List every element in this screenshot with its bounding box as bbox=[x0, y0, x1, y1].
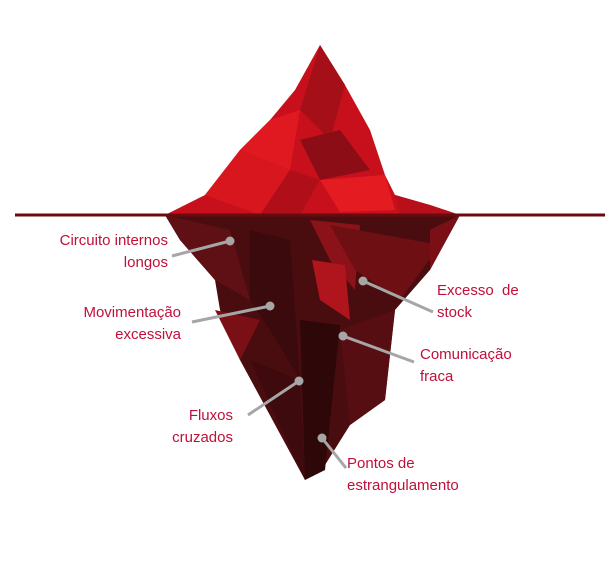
label-line: stock bbox=[437, 304, 473, 321]
label-line: cruzados bbox=[172, 429, 233, 446]
label-line: fraca bbox=[420, 368, 454, 385]
leader-lines bbox=[171, 236, 434, 469]
label-comunicacao: Comunicação fraca bbox=[420, 344, 512, 388]
label-fluxos: Fluxos cruzados bbox=[172, 405, 233, 449]
marker-dot bbox=[358, 276, 368, 286]
label-circuito-internos: Circuito internos longos bbox=[60, 230, 168, 274]
label-movimentacao: Movimentação excessiva bbox=[83, 302, 181, 346]
marker-dot bbox=[294, 376, 304, 386]
marker-dot bbox=[338, 331, 348, 341]
label-line: Movimentação bbox=[83, 304, 181, 321]
label-line: longos bbox=[123, 254, 168, 271]
label-excesso-stock: Excesso de stock bbox=[437, 280, 519, 324]
label-line: Excesso de bbox=[437, 282, 519, 299]
iceberg-tip bbox=[165, 45, 460, 215]
label-line: Pontos de bbox=[347, 455, 415, 472]
iceberg-underwater bbox=[165, 215, 460, 480]
label-line: estrangulamento bbox=[347, 477, 459, 494]
marker-dot bbox=[317, 433, 327, 443]
label-pontos-estrangulamento: Pontos de estrangulamento bbox=[347, 453, 459, 497]
label-line: excessiva bbox=[115, 326, 181, 343]
label-line: Fluxos bbox=[188, 407, 233, 424]
marker-dot bbox=[265, 301, 275, 311]
label-line: Circuito internos bbox=[59, 232, 168, 249]
marker-dot bbox=[225, 236, 235, 246]
label-line: Comunicação bbox=[420, 346, 512, 363]
